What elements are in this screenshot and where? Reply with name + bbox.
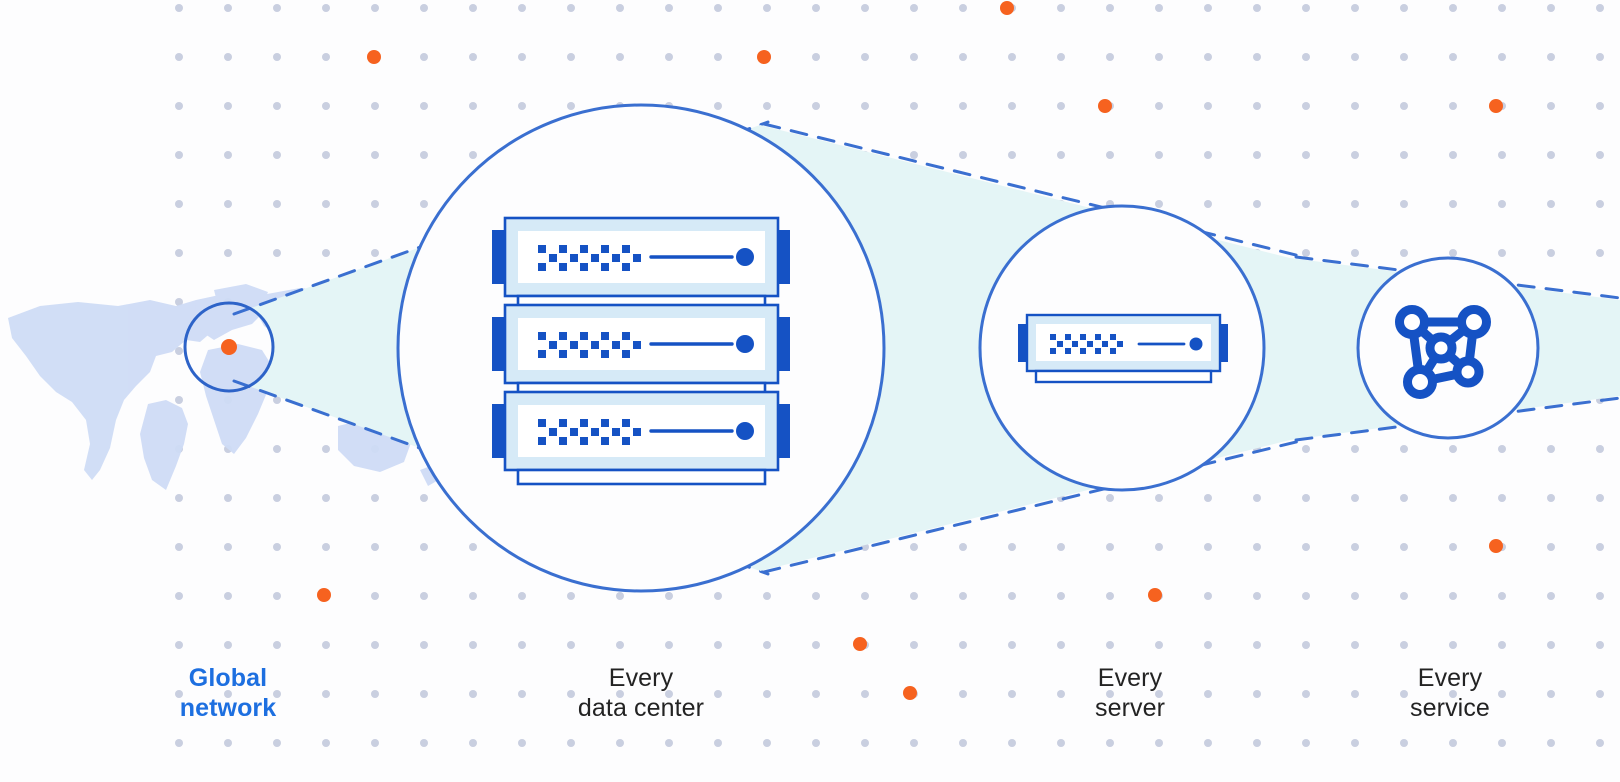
accent-dot — [1148, 588, 1162, 602]
accent-dot — [367, 50, 381, 64]
accent-dot — [853, 637, 867, 651]
stage-label-server: Every server — [1094, 664, 1166, 722]
single-server-icon — [1018, 313, 1228, 384]
accent-dot — [1489, 539, 1503, 553]
status-led-icon — [736, 422, 754, 440]
server-faceplate — [1036, 324, 1211, 361]
accent-dots — [317, 1, 1503, 700]
status-led-icon — [736, 248, 754, 266]
server-rack-unit — [492, 390, 790, 486]
network-node-dots — [1395, 305, 1491, 399]
accent-dot — [757, 50, 771, 64]
accent-dot — [1489, 99, 1503, 113]
led-cluster-icon — [538, 419, 641, 445]
led-cluster-icon — [538, 332, 641, 358]
accent-dot — [1098, 99, 1112, 113]
status-led-icon — [736, 335, 754, 353]
stage-label-service: Every service — [1410, 664, 1490, 722]
stage-label-global-network: Global network — [179, 664, 277, 722]
map-locator-circle — [183, 301, 275, 393]
map-locator-pin-icon — [221, 339, 237, 355]
accent-dot — [317, 588, 331, 602]
led-cluster-icon — [538, 245, 641, 271]
accent-dot — [903, 686, 917, 700]
server-base-plate — [1034, 369, 1213, 384]
accent-dot — [1000, 1, 1014, 15]
rack-base-plate — [516, 468, 767, 486]
server-rack-icon — [492, 216, 790, 486]
funnel-dash-bottom-2 — [762, 439, 1302, 574]
server-rack-unit — [492, 303, 790, 399]
funnel-dash-top-2 — [762, 122, 1302, 258]
server-rack-unit — [492, 216, 790, 312]
stage-label-data-center: Every data center — [577, 664, 705, 722]
status-led-icon — [1189, 337, 1203, 351]
led-cluster-icon — [1050, 334, 1123, 354]
